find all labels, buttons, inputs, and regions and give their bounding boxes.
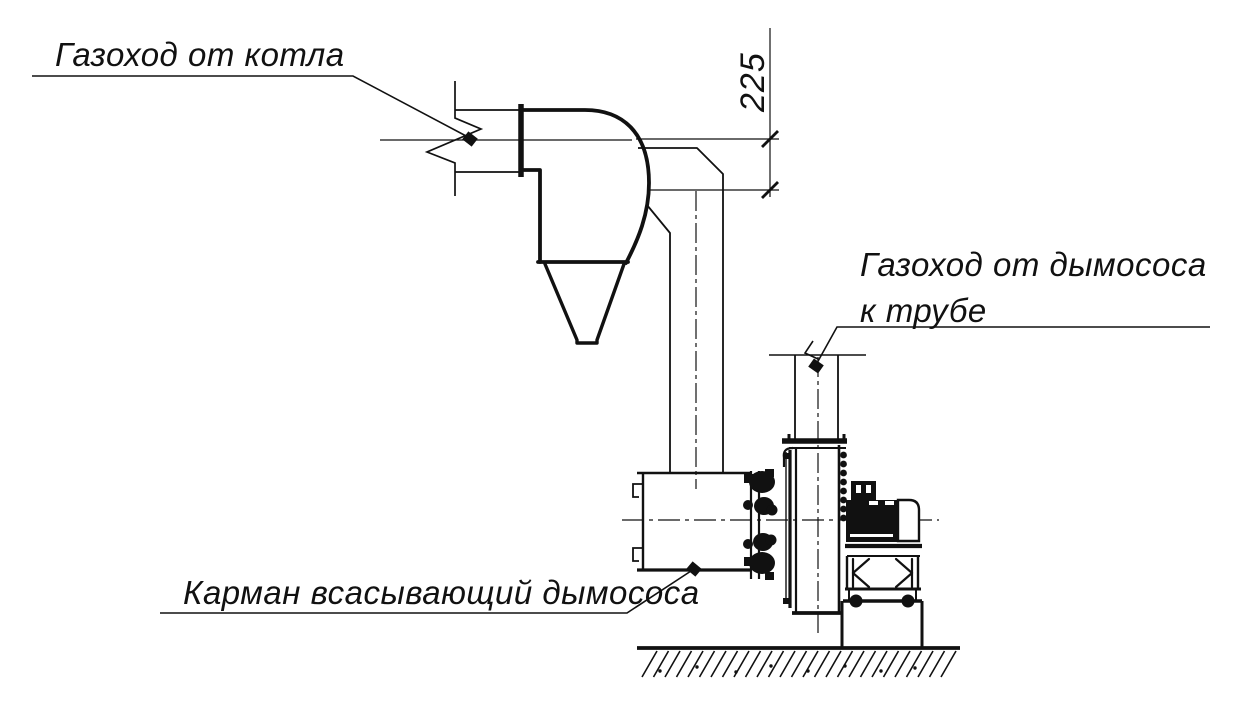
dimension-tick-bottom [761,181,779,199]
cyclone-separator [519,108,651,345]
label-suction-pocket: Карман всасывающий дымососа [183,574,700,611]
dimension-value: 225 [734,52,772,113]
motor-body-slit-2 [885,501,894,505]
terminal-box-notch-1 [856,485,861,493]
electric-motor [846,481,921,543]
elbow-inner-edge [646,204,671,473]
motor-terminal-box [851,481,876,501]
foundation-pedestal [840,601,924,648]
inlet-flange-bolts [743,469,778,580]
label-boiler-duct: Газоход от котла [55,36,345,73]
stand-bracing [851,557,914,589]
anchor-bolt-left [849,594,863,608]
outlet-elbow-and-vertical-duct [638,147,724,473]
centerlines [380,139,939,634]
ground-hatch-dots [658,664,917,674]
cyclone-body-outline [519,108,651,265]
leader-suction-pocket: Карман всасывающий дымососа [160,561,702,614]
leader-arrow-suction-pocket [686,561,702,577]
anchor-bolt-right [901,594,915,608]
cyclone-left-wall [519,168,542,264]
pocket-bracket-lower [632,547,643,562]
fan-inlet-bolt-top [783,453,789,459]
elbow-outer-edge [638,147,724,473]
chimney-pipe [769,340,866,441]
smoke-exhauster-fan [782,434,847,615]
label-fan-to-chimney-line2: к трубе [860,292,987,329]
motor-stand [843,543,922,608]
motor-body-slit-3 [850,534,893,537]
ground-hatching [641,650,957,678]
motor-end-shield [896,498,921,543]
leader-fan-to-chimney: Газоход от дымососа к трубе [808,246,1210,374]
leader-boiler-duct: Газоход от котла [32,36,478,147]
leader-arrow-fan-to-chimney [808,358,824,374]
cyclone-cone [543,262,626,345]
label-fan-to-chimney-line1: Газоход от дымососа [860,246,1207,283]
leader-line-fan-to-chimney [816,326,1210,364]
inlet-duct-from-boiler [424,81,524,196]
ground [637,646,960,678]
dimension-225: 225 [636,28,779,199]
leader-line-boiler-duct [32,75,469,138]
pocket-bracket-upper [632,483,643,498]
suction-pocket [632,471,752,572]
fan-inlet-bolt-bottom [783,598,789,604]
fan-scroll-seam [840,451,847,522]
pipe-break-zigzag [803,340,819,360]
fan-casing-left-curl [782,446,794,467]
terminal-box-notch-2 [866,485,871,493]
motor-body-slit-1 [869,501,878,505]
duct-break-symbol [424,81,484,196]
leader-line-suction-pocket [160,570,692,614]
bolt-group [743,469,778,580]
dimension-tick-top [761,130,779,148]
leader-arrow-boiler-duct [462,131,478,147]
